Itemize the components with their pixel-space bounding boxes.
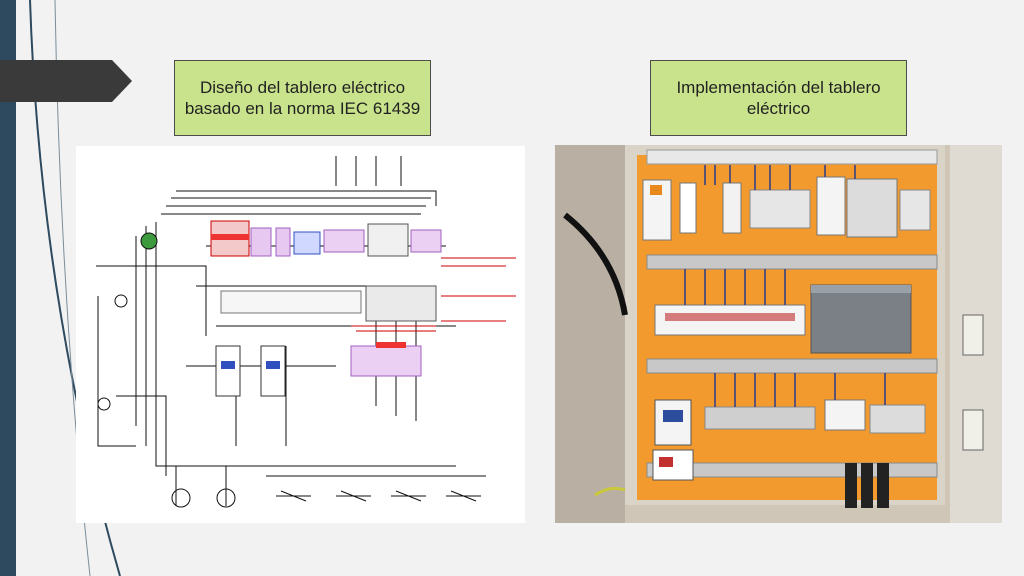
schematic-caption: Diseño del tablero eléctrico basado en l…: [184, 78, 421, 118]
outlet: [962, 314, 984, 356]
schematic-caption-box: Diseño del tablero eléctrico basado en l…: [174, 60, 431, 136]
arrow-tab-shape: [0, 60, 132, 102]
outlet: [962, 409, 984, 451]
electrical-panel-photo: [555, 145, 1002, 523]
electrical-schematic-image: [76, 146, 525, 523]
actuator-symbols: [276, 490, 481, 502]
motor-icon: [216, 488, 236, 508]
photo-caption-box: Implementación del tablero eléctrico: [650, 60, 907, 136]
pilot-lamp-icon: [140, 232, 158, 250]
breaker-blocks: [210, 220, 442, 397]
motor-icon: [171, 488, 191, 508]
photo-caption: Implementación del tablero eléctrico: [676, 78, 881, 118]
slide-side-bar: [0, 0, 16, 576]
schematic-drawing: [96, 156, 516, 508]
plc-unit: [810, 284, 912, 354]
panel-photo-illustration: [555, 145, 1002, 523]
switch-icon: [114, 294, 128, 308]
output-lines: [351, 257, 516, 332]
sensor-icon: [97, 397, 111, 411]
